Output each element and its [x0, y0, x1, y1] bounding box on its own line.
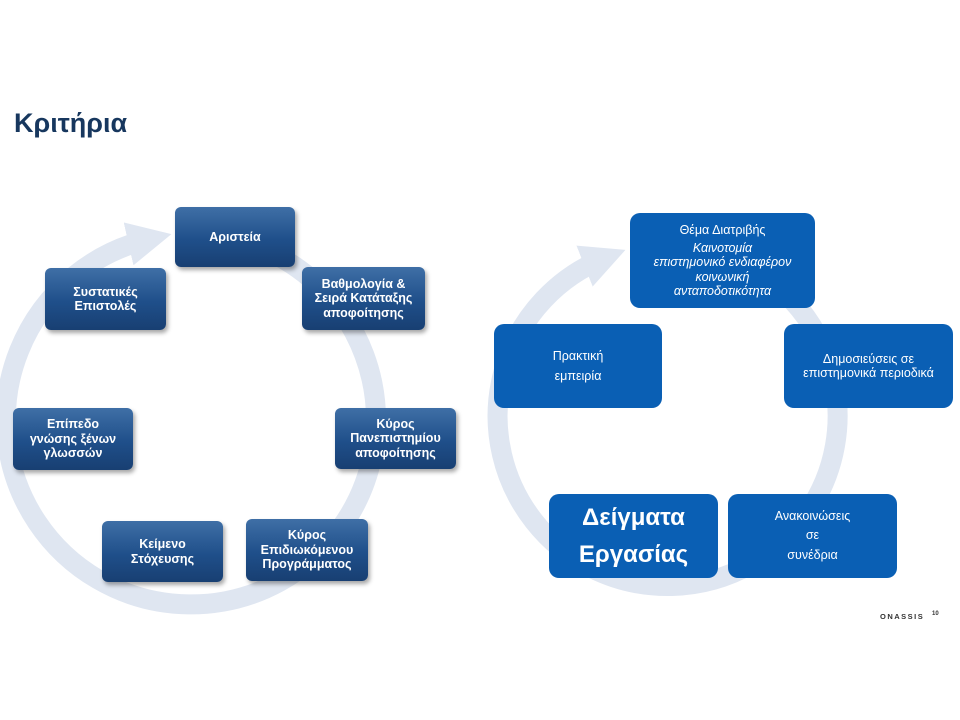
page-number: 10: [932, 611, 939, 617]
node-thesis-topic: Θέμα Διατριβής Καινοτομία επιστημονικό ε…: [630, 213, 815, 308]
node-recommendation-letters: Συστατικές Επιστολές: [45, 268, 166, 330]
node-work-samples: Δείγματα Εργασίας: [549, 494, 718, 578]
node-language-level: Επίπεδο γνώσης ξένων γλωσσών: [13, 408, 133, 470]
node-publications: Δημοσιεύσεις σε επιστημονικά περιοδικά: [784, 324, 953, 408]
node-university-prestige: Κύρος Πανεπιστημίου αποφοίτησης: [335, 408, 456, 469]
node-conferences: Ανακοινώσεις σε συνέδρια: [728, 494, 897, 578]
thesis-details: Καινοτομία επιστημονικό ενδιαφέρον κοινω…: [653, 240, 792, 299]
node-excellence: Αριστεία: [175, 207, 295, 267]
left-cycle-ring: [0, 222, 386, 615]
node-program-prestige: Κύρος Επιδιωκόμενου Προγράμματος: [246, 519, 368, 581]
node-statement-of-purpose: Κείμενο Στόχευσης: [102, 521, 223, 582]
node-grades-ranking: Βαθμολογία & Σειρά Κατάταξης αποφοίτησης: [302, 267, 425, 330]
thesis-heading: Θέμα Διατριβής: [679, 222, 766, 237]
node-practical-experience: Πρακτική εμπειρία: [494, 324, 662, 408]
onassis-brand: ONASSIS: [880, 612, 925, 621]
page-title: Κριτήρια: [14, 108, 128, 138]
